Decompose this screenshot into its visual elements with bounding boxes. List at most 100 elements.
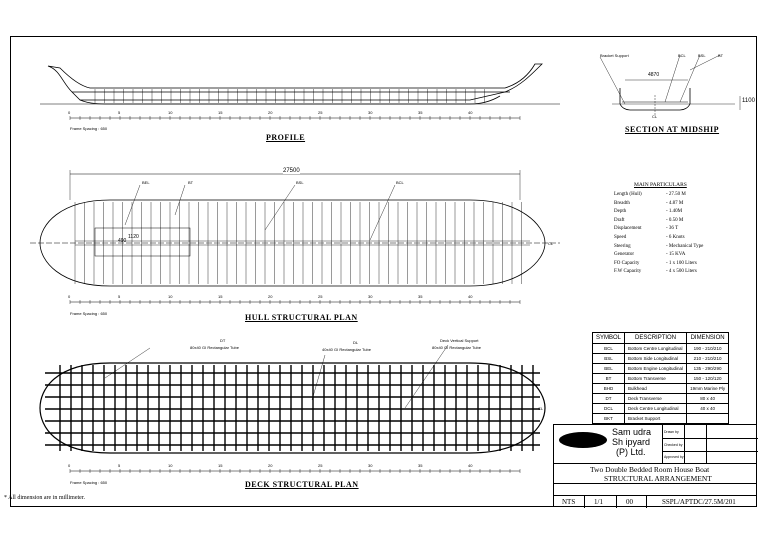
approved-by-label: Approved by <box>664 455 684 459</box>
frame-number: 20 <box>268 110 273 115</box>
particular-value: - 4.87 M <box>666 200 684 206</box>
frame-number: 30 <box>368 110 373 115</box>
frame-number: 35 <box>418 463 423 468</box>
midship-breadth-dimension: 4870 <box>648 72 660 78</box>
frame-number: 30 <box>368 294 373 299</box>
midship-title: SECTION AT MIDSHIP <box>625 125 720 134</box>
dimension-cell: 210 - 210/210 <box>686 353 730 364</box>
bracket-support-label: Bracket Support <box>600 53 629 58</box>
frame-number: 35 <box>418 294 423 299</box>
deck-ticks <box>69 469 521 473</box>
sheet-value: 1/1 <box>594 498 603 506</box>
hull-frames <box>74 202 522 284</box>
frame-number: 25 <box>318 463 323 468</box>
dimension-cell <box>686 413 730 424</box>
overall-length-dimension: 27500 <box>283 168 300 174</box>
particular-key: Generator <box>614 252 634 258</box>
drawing-sheet <box>10 36 757 507</box>
description-cell: Deck Transverse <box>624 393 688 404</box>
frame-number: 10 <box>168 463 173 468</box>
dimension-cell: 190 - 210/210 <box>686 343 730 354</box>
company-name-2: Sh ipyard <box>612 437 651 447</box>
drawn-by-label: Drawn by <box>664 430 679 434</box>
hull-inner-dimension-2: 490 <box>118 238 127 244</box>
particular-value: - 0.50 M <box>666 217 684 223</box>
midship-bt-label: BT <box>718 53 724 58</box>
particular-key: Draft <box>614 217 625 223</box>
deck-outline <box>39 362 546 454</box>
frame-number: 35 <box>418 110 423 115</box>
revision-value: 00 <box>626 498 633 506</box>
dimension-cell: 135 - 290/290 <box>686 363 730 374</box>
frame-number: 20 <box>268 294 273 299</box>
particular-value: - 4 x 500 Liters <box>666 269 697 275</box>
profile-bottom <box>79 95 501 105</box>
frame-number: 0 <box>68 294 71 299</box>
project-title: Two Double Bedded Room House Boat <box>590 465 710 474</box>
dimension-header: DIMENSION <box>686 332 730 344</box>
hull-ticks <box>69 300 521 304</box>
profile-frame-spacing: Frame Spacing : 650 <box>70 126 108 131</box>
dimension-cell: 40 x 40 <box>686 403 730 414</box>
profile-ticks <box>69 116 521 120</box>
description-cell: Deck Centre Longitudinal <box>624 403 688 414</box>
frame-number: 40 <box>468 110 473 115</box>
deck-dl-desc: 40x40 GI Rectangular Tube <box>322 347 371 352</box>
frame-number: 40 <box>468 463 473 468</box>
deck-dl-title: DL <box>353 340 359 345</box>
frame-number: 5 <box>118 110 121 115</box>
midship-section <box>599 54 741 115</box>
frame-number: 30 <box>368 463 373 468</box>
frame-number: 10 <box>168 294 173 299</box>
company-name-1: Sam udra <box>612 427 652 437</box>
deck-dvs-desc: 80x40 GI Rectangular Tube <box>432 345 481 350</box>
particular-value: - 36 T <box>666 226 679 232</box>
deck-plan-title: DECK STRUCTURAL PLAN <box>245 480 359 489</box>
symbol-cell: DT <box>591 393 626 404</box>
dimension-cell: 80 x 40 <box>686 393 730 404</box>
hull-bt-label: BT <box>188 180 194 185</box>
profile-view <box>40 63 560 105</box>
dimension-cell: 150 - 120/120 <box>686 373 730 384</box>
frame-number: 5 <box>118 463 121 468</box>
hull-bsl-label: BSL <box>296 180 304 185</box>
particular-key: F.W Capacity <box>614 269 642 275</box>
deck-dt-title: DT <box>220 338 226 343</box>
particular-value: - 27.50 M <box>666 192 686 197</box>
hull-plan-title: HULL STRUCTURAL PLAN <box>245 313 358 322</box>
deck-dvs-title: Deck Vertical Support <box>440 338 479 343</box>
profile-frames <box>94 89 485 103</box>
particular-key: Breadth <box>614 200 630 206</box>
profile-title: PROFILE <box>266 133 306 142</box>
hull-bcl-label: BCL <box>396 180 404 185</box>
frame-number: 0 <box>68 463 71 468</box>
deck-frame-spacing: Frame Spacing : 650 <box>70 480 108 485</box>
title-block: Sam udra Sh ipyard (P) Ltd. Drawn by Che… <box>553 424 758 508</box>
midship-bcl-label: BCL <box>678 53 686 58</box>
deck-cl-label: CL <box>538 406 544 411</box>
description-cell: Bulkhead <box>624 383 688 394</box>
description-cell: Bottom Side Longitudinal <box>624 353 688 364</box>
frame-number: 5 <box>118 294 121 299</box>
symbol-header: SYMBOL <box>591 332 626 344</box>
description-cell: Bracket Support <box>624 413 688 424</box>
description-cell: Bottom Engine Longitudinal <box>624 363 688 374</box>
midship-cl-label: CL <box>652 114 658 119</box>
symbol-cell: DCL <box>591 403 626 414</box>
particular-key: Steering <box>614 243 631 249</box>
particular-key: Length (Hull) <box>614 192 642 197</box>
symbol-cell: BCL <box>591 343 626 354</box>
midship-bsl-label: BSL <box>698 53 706 58</box>
company-name-3: (P) Ltd. <box>616 447 646 457</box>
symbol-cell: BT <box>591 373 626 384</box>
particular-key: Displacement <box>614 226 642 232</box>
dimension-note: * All dimension are in millimeter. <box>4 495 85 501</box>
